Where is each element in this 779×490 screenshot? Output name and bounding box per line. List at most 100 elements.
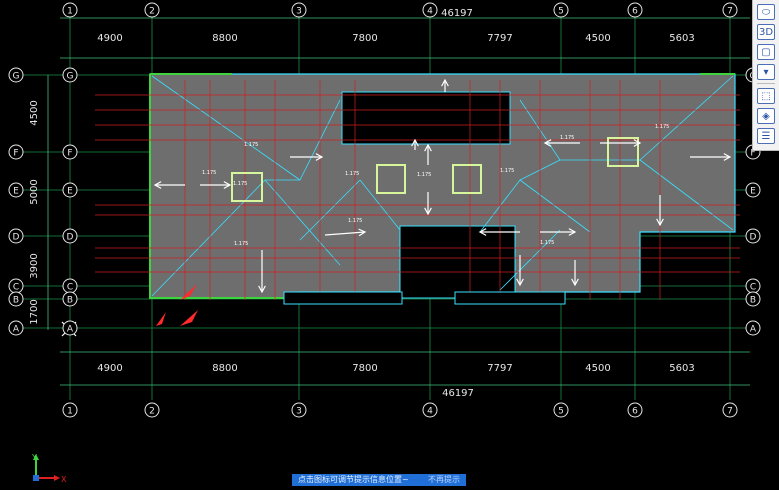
svg-text:F: F	[13, 149, 18, 159]
dismiss-tip-button[interactable]: 不再提示	[428, 475, 460, 484]
slab-value-label: 1.175	[500, 168, 514, 174]
load-arrow-head	[441, 78, 449, 87]
svg-text:6: 6	[632, 7, 638, 17]
cube-icon[interactable]: ▢	[757, 44, 775, 60]
bottom-dimension: 4500	[585, 363, 610, 374]
beam-lines	[95, 80, 740, 300]
axis-bubbles: 11223344556677GGGFFFEEEDDDCCCBBBAAA	[8, 2, 761, 418]
load-arrow	[324, 231, 366, 236]
row-axis-bubble-left: E	[8, 182, 24, 198]
row-axis-bubble-right: D	[745, 228, 761, 244]
pointer-arrows	[156, 284, 198, 326]
column-axis-bubble-bottom: 6	[627, 402, 643, 418]
row-axis-bubble-inner: G	[62, 67, 78, 83]
box-dropdown-icon[interactable]: ▾	[757, 64, 775, 80]
bottom-dimension: 7797	[487, 363, 512, 374]
svg-text:7: 7	[727, 407, 733, 417]
bottom-dimension: 8800	[212, 363, 237, 374]
load-arrow-head	[633, 139, 642, 147]
row-axis-bubble-right: B	[745, 291, 761, 307]
svg-text:B: B	[750, 296, 756, 306]
row-axis-bubble-inner: A	[62, 320, 78, 336]
openings	[283, 291, 566, 305]
svg-text:E: E	[67, 187, 73, 197]
load-arrow-head	[258, 285, 266, 294]
top-dimension: 5603	[669, 33, 694, 44]
svg-text:2: 2	[149, 407, 155, 417]
svg-text:C: C	[67, 283, 73, 293]
row-axis-bubble-inner: E	[62, 182, 78, 198]
layer-icon[interactable]: ◈	[757, 108, 775, 124]
load-arrow-head	[723, 153, 732, 161]
slab-value-label: 1.175	[345, 171, 359, 177]
svg-text:B: B	[67, 296, 73, 306]
top-dimension: 4500	[585, 33, 610, 44]
left-dimension: 5000	[29, 179, 40, 204]
column-axis-bubble-bottom: 7	[722, 402, 738, 418]
slab-value-label: 1.175	[540, 240, 554, 246]
column-axis-bubble-bottom: 1	[62, 402, 78, 418]
column-axis-bubble-top: 1	[62, 2, 78, 18]
bottom-dimension: 5603	[669, 363, 694, 374]
svg-text:F: F	[67, 149, 72, 159]
svg-text:C: C	[750, 283, 756, 293]
bottom-dimension: 4900	[97, 363, 122, 374]
svg-text:2: 2	[149, 7, 155, 17]
top-dimension: 7800	[352, 33, 377, 44]
floor-slab[interactable]	[149, 73, 736, 299]
svg-text:3: 3	[296, 7, 302, 17]
total-width-bottom: 46197	[442, 388, 474, 399]
column-axis-bubble-bottom: 3	[291, 402, 307, 418]
load-arrow-head	[153, 181, 162, 189]
slab-value-label: 1.175	[233, 181, 247, 187]
svg-text:5: 5	[558, 407, 564, 417]
row-axis-bubble-inner: F	[62, 144, 78, 160]
column-axis-bubble-top: 3	[291, 2, 307, 18]
slab-value-label: 1.175	[417, 172, 431, 178]
row-axis-bubble-inner: B	[62, 291, 78, 307]
svg-text:G: G	[67, 72, 74, 82]
svg-text:3: 3	[296, 407, 302, 417]
bottom-dimension: 7800	[352, 363, 377, 374]
slab-value-label: 1.175	[202, 170, 216, 176]
tip-message: 点击图标可调节提示信息位置~	[298, 475, 409, 484]
row-axis-bubble-right: A	[745, 320, 761, 336]
orbit-icon[interactable]: ⬭	[757, 4, 775, 20]
svg-text:F: F	[750, 149, 755, 159]
column-axis-bubble-bottom: 4	[422, 402, 438, 418]
column-axis-bubble-bottom: 5	[553, 402, 569, 418]
x-axis-label: X	[61, 475, 67, 484]
properties-icon[interactable]: ☰	[757, 128, 775, 144]
tip-bar[interactable]: 点击图标可调节提示信息位置~ 不再提示	[292, 474, 466, 486]
slab-value-label: 1.175	[655, 124, 669, 130]
left-dimension: 4500	[29, 100, 40, 125]
total-width-top: 46197	[441, 8, 473, 19]
column-axis-bubble-top: 5	[553, 2, 569, 18]
slab-value-label: 1.175	[348, 218, 362, 224]
row-axis-bubble-left: F	[8, 144, 24, 160]
svg-text:D: D	[67, 233, 74, 243]
select-box-icon[interactable]: ⬚	[757, 88, 775, 104]
row-axis-bubble-left: C	[8, 278, 24, 294]
load-arrow-head	[478, 228, 487, 236]
columns	[231, 137, 639, 202]
view-3d-icon[interactable]: 3D	[757, 24, 775, 40]
svg-text:7: 7	[727, 7, 733, 17]
row-axis-bubble-left: B	[8, 291, 24, 307]
svg-text:4: 4	[427, 407, 433, 417]
svg-text:G: G	[13, 72, 20, 82]
svg-text:A: A	[750, 325, 757, 335]
top-dimension: 4900	[97, 33, 122, 44]
svg-text:4: 4	[427, 7, 433, 17]
row-axis-bubble-right: E	[745, 182, 761, 198]
row-axis-bubble-left: G	[8, 67, 24, 83]
y-axis-label: Y	[31, 453, 37, 462]
toolbar-separator	[757, 83, 775, 84]
svg-text:D: D	[750, 233, 757, 243]
row-axis-bubble-left: D	[8, 228, 24, 244]
load-arrow-head	[411, 138, 419, 147]
row-axis-bubble-inner: D	[62, 228, 78, 244]
column-axis-bubble-top: 4	[422, 2, 438, 18]
